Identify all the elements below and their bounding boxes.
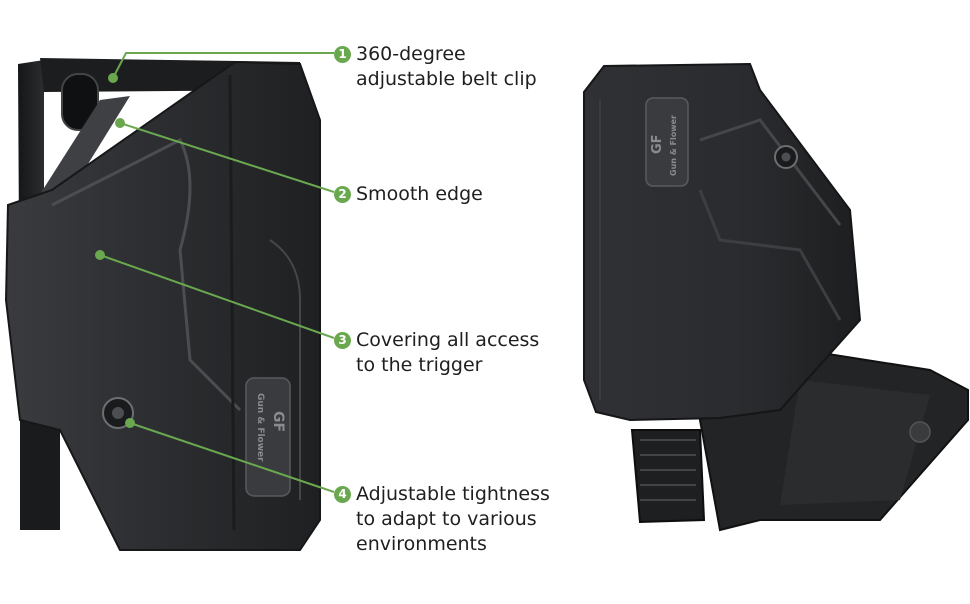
screw-head xyxy=(112,407,124,419)
leader-line-4 xyxy=(129,422,335,493)
right-holster: GF Gun & Flower xyxy=(583,62,969,532)
body-ridge-2 xyxy=(269,239,301,500)
callout-trigger-cover: 3 Covering all access to the trigger xyxy=(334,328,539,378)
callout-number-1: 1 xyxy=(334,46,351,63)
logo-brand-right: Gun & Flower xyxy=(669,115,678,176)
callout-tightness: 4 Adjustable tightness to adapt to vario… xyxy=(334,482,550,557)
callout-4-line-2: to adapt to various xyxy=(356,508,537,530)
callout-number-2: 2 xyxy=(334,186,351,203)
callout-smooth-edge: 2 Smooth edge xyxy=(334,182,483,207)
logo-plate-right xyxy=(645,97,689,187)
grip-logo xyxy=(909,421,931,443)
left-holster-body xyxy=(4,60,321,551)
clip-arm xyxy=(30,96,130,210)
right-contour xyxy=(699,118,842,226)
left-holster: GF Gun & Flower xyxy=(4,58,321,551)
leader-lines xyxy=(95,52,335,493)
right-holster-body xyxy=(583,62,862,422)
leader-dot-1 xyxy=(108,73,118,83)
callout-4-line-3: environments xyxy=(356,533,487,555)
screw-head-right xyxy=(781,152,791,162)
body-contour xyxy=(51,137,242,412)
callout-4-line-1: Adjustable tightness xyxy=(356,483,550,505)
callout-belt-clip: 1 360-degree adjustable belt clip xyxy=(334,42,537,92)
logo-brand-left: Gun & Flower xyxy=(255,393,265,462)
belt-clip-bottom xyxy=(20,420,60,530)
logo-mark-right: GF xyxy=(650,134,665,154)
pistol-slide-rear xyxy=(630,429,706,524)
right-contour-2 xyxy=(698,189,842,321)
callout-number-3: 3 xyxy=(334,332,351,349)
leader-dot-4 xyxy=(125,418,135,428)
clip-slot xyxy=(61,73,99,131)
grip-texture xyxy=(780,380,930,505)
callout-2-line-1: Smooth edge xyxy=(356,183,483,205)
logo-plate-left xyxy=(245,377,291,497)
callout-1-line-2: adjustable belt clip xyxy=(356,68,537,90)
leader-dot-3 xyxy=(95,250,105,260)
leader-line-1 xyxy=(112,52,334,79)
callout-1-line-1: 360-degree xyxy=(356,43,466,65)
callout-3-line-1: Covering all access xyxy=(356,329,540,351)
leader-line-2 xyxy=(119,122,335,193)
leader-line-3 xyxy=(99,254,335,339)
callout-3-line-2: to the trigger xyxy=(356,354,483,376)
callout-number-4: 4 xyxy=(334,486,351,503)
slide-serrations xyxy=(640,439,696,501)
leader-dot-2 xyxy=(115,118,125,128)
logo-mark-left: GF xyxy=(270,411,286,432)
